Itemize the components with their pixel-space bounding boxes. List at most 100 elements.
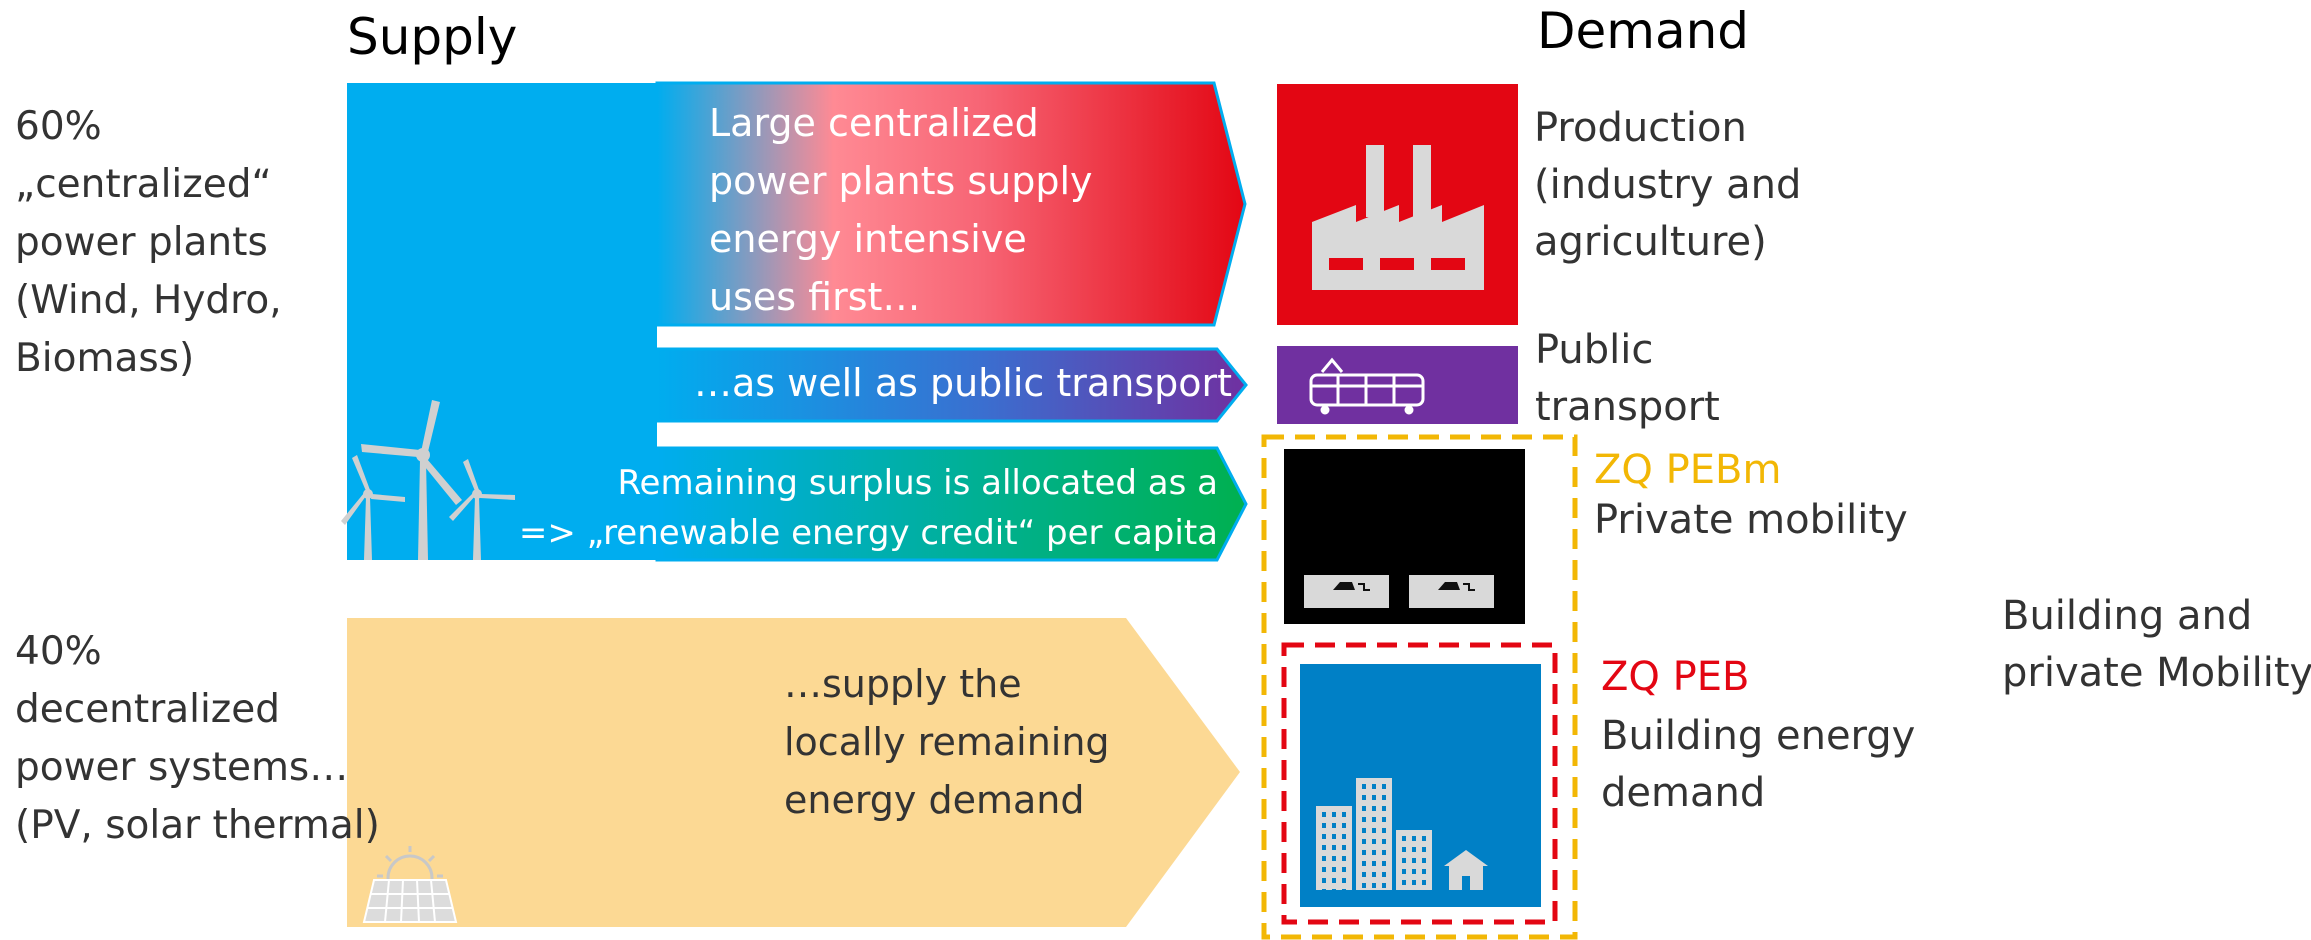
large-plants-arrow [657,83,1245,325]
building-window [1332,823,1336,828]
building-energy-line: Building energy [1601,713,1916,759]
building-window [1362,839,1366,844]
building-window [1322,845,1326,850]
building-window [1362,806,1366,811]
building-window [1382,872,1386,877]
solar-panel-icon [362,846,458,923]
building-window [1362,883,1366,888]
public-transport-label: Public transport [1535,322,1720,436]
production-line: agriculture) [1534,219,1767,265]
building-window [1382,883,1386,888]
public-transport-line: Public [1535,327,1654,373]
surplus-text: Remaining surplus is allocated as a => „… [519,458,1218,558]
building-window [1372,817,1376,822]
public-transport-line: transport [1535,384,1720,430]
production-line: (industry and [1534,162,1802,208]
building-window [1332,834,1336,839]
building-mobility-line: Building and [2002,593,2253,639]
building-window [1382,850,1386,855]
building-window [1382,817,1386,822]
building-window [1372,806,1376,811]
building-window [1362,872,1366,877]
surplus-line: Remaining surplus is allocated as a [617,463,1218,503]
production-line: Production [1534,105,1747,151]
local-supply-line: …supply the [784,662,1022,706]
building-window [1402,836,1406,841]
zq-pebm-frame [1261,434,1578,940]
supply-header: Supply [347,8,518,66]
building-window [1332,889,1336,894]
building-window [1332,845,1336,850]
centralized-line: „centralized“ [15,162,272,207]
building-windows [1322,784,1426,894]
decentralized-line: 40% [15,629,102,674]
house-icon [1444,850,1488,890]
building-window [1372,839,1376,844]
large-plants-text: Large centralized power plants supply en… [709,94,1093,326]
ev-charging-icon [1304,575,1494,608]
building-window [1332,812,1336,817]
building-window [1422,858,1426,863]
building-window [1372,850,1376,855]
building-window [1422,847,1426,852]
building-window [1332,867,1336,872]
building-window [1382,839,1386,844]
building-window [1382,795,1386,800]
private-mobility-label: Private mobility [1594,497,1908,543]
centralized-description: 60% „centralized“ power plants (Wind, Hy… [15,98,282,388]
building-energy-label: Building energy demand [1601,708,1915,822]
building-window [1412,869,1416,874]
decentralized-line: decentralized [15,687,281,732]
building-window [1402,880,1406,885]
building-window [1412,836,1416,841]
building-window [1362,817,1366,822]
building-window [1372,872,1376,877]
building-energy-line: demand [1601,770,1766,816]
building-window [1322,823,1326,828]
public-transport-arrow [657,349,1246,421]
building-window [1342,823,1346,828]
building-window [1372,784,1376,789]
public-transport-arrow-outline [655,347,1248,423]
building-window [1382,861,1386,866]
zq-peb-label: ZQ PEB [1601,654,1750,700]
surplus-arrow-outline [655,446,1248,562]
building-window [1342,834,1346,839]
building-window [1372,883,1376,888]
building-window [1322,889,1326,894]
building-window [1372,828,1376,833]
large-plants-line: energy intensive [709,217,1027,261]
public-transport-text: …as well as public transport [694,361,1232,405]
zq-peb-frame [1281,642,1558,925]
building-window [1362,850,1366,855]
centralized-line: Biomass) [15,336,195,381]
surplus-arrow [657,448,1246,560]
building-window [1382,784,1386,789]
building-window [1362,828,1366,833]
building-window [1382,806,1386,811]
building-window [1332,856,1336,861]
local-supply-line: locally remaining [784,720,1110,764]
large-plants-arrow-outline [655,81,1247,327]
tram-icon [1309,357,1425,415]
centralized-line: (Wind, Hydro, [15,278,282,323]
building-window [1362,795,1366,800]
demand-header: Demand [1537,2,1750,60]
building-window [1342,856,1346,861]
building-window [1422,880,1426,885]
local-supply-line: energy demand [784,778,1085,822]
decentralized-line: (PV, solar thermal) [15,803,380,848]
decentralized-description: 40% decentralized power systems… (PV, so… [15,623,380,855]
building-mobility-label: Building and private Mobility [2002,588,2311,702]
building-window [1342,845,1346,850]
large-plants-line: power plants supply [709,159,1093,203]
building-window [1322,867,1326,872]
building-window [1422,869,1426,874]
factory-icon [1312,145,1484,290]
large-plants-line: Large centralized [709,101,1039,145]
building-window [1412,847,1416,852]
building-window [1402,858,1406,863]
building-mobility-line: private Mobility [2002,650,2311,696]
zq-pebm-label: ZQ PEBm [1594,447,1782,493]
